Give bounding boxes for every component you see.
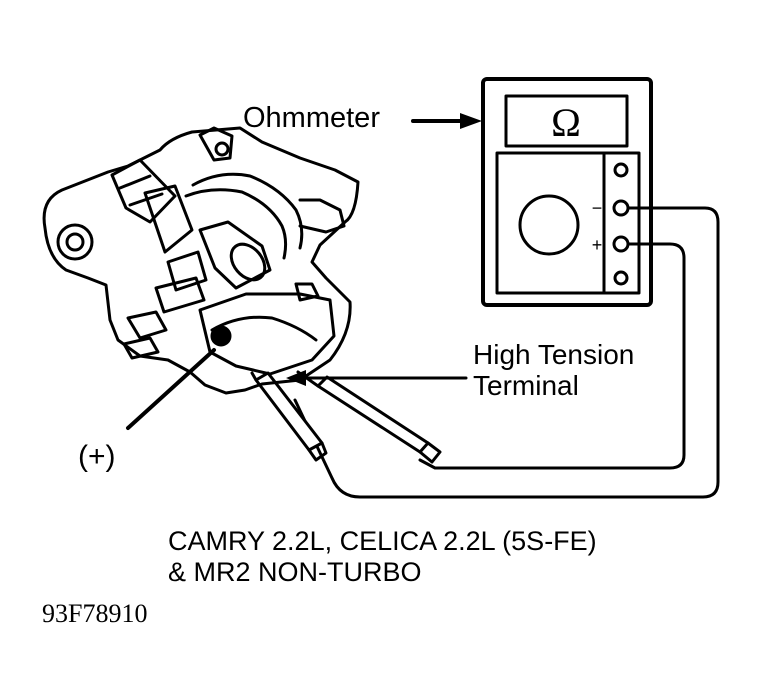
lead-wire-plus bbox=[418, 242, 686, 470]
ohmmeter-label: Ohmmeter bbox=[243, 102, 380, 134]
meter-jack-plus bbox=[612, 235, 630, 253]
ohmmeter-display bbox=[504, 94, 629, 148]
plus-marker: + bbox=[592, 235, 603, 255]
meter-jack bbox=[613, 162, 629, 178]
ohmmeter bbox=[481, 77, 653, 307]
minus-marker: − bbox=[592, 198, 603, 218]
ohmmeter-case bbox=[481, 77, 653, 307]
vehicle-caption-line-2: & MR2 NON-TURBO bbox=[168, 557, 422, 587]
high-tension-terminal bbox=[210, 325, 232, 347]
high-tension-arrow bbox=[286, 370, 468, 386]
positive-label: (+) bbox=[78, 440, 116, 473]
vehicle-caption-line-1: CAMRY 2.2L, CELICA 2.2L (5S-FE) bbox=[168, 526, 597, 556]
lead-wire-minus bbox=[293, 206, 720, 499]
ohmmeter-face bbox=[495, 151, 641, 295]
positive-pointer bbox=[126, 348, 216, 430]
ohm-symbol: Ω bbox=[551, 100, 581, 145]
terminal-label: Terminal bbox=[473, 370, 579, 401]
meter-jack-minus bbox=[612, 199, 630, 217]
selector-dial bbox=[518, 194, 580, 256]
figure-id: 93F78910 bbox=[42, 599, 148, 628]
test-probe bbox=[296, 370, 442, 464]
distributor bbox=[42, 126, 360, 395]
high-tension-label: High Tension bbox=[473, 339, 635, 370]
test-probe bbox=[250, 371, 328, 462]
meter-jack bbox=[613, 270, 629, 286]
ohmmeter-arrow bbox=[411, 113, 482, 129]
